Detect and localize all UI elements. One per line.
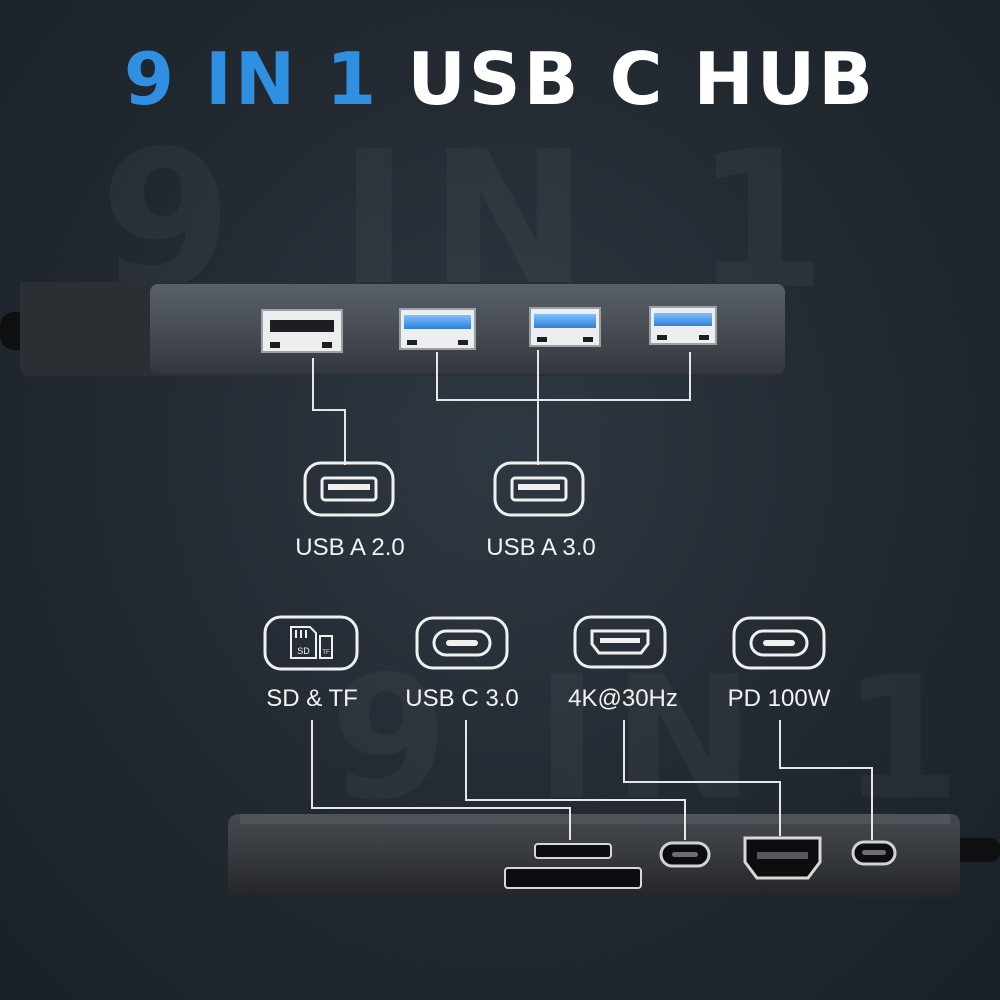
tf-icon-label: TF xyxy=(322,650,330,656)
hdmi-icon xyxy=(573,615,667,669)
label-usb-a-20: USB A 2.0 xyxy=(295,534,405,561)
usb-c-icon xyxy=(415,616,509,670)
tf-card-slot xyxy=(534,843,612,859)
title-accent: 9 IN 1 xyxy=(123,37,380,121)
usb-a-20-icon xyxy=(303,461,395,517)
usb-a-30-icon xyxy=(493,461,585,517)
hub-top-view xyxy=(0,282,785,376)
connector-lines-bottom xyxy=(311,720,873,840)
sd-icon-label: SD xyxy=(297,646,310,656)
connector-lines-top xyxy=(312,350,691,465)
hub-side-top-edge xyxy=(240,814,950,824)
label-sd-tf: SD & TF xyxy=(266,685,358,712)
usb-a-30-port-3 xyxy=(649,306,717,345)
hub-side-view xyxy=(228,814,1000,898)
title-main: USB C HUB xyxy=(407,37,877,121)
usb-a-20-port xyxy=(261,309,343,353)
label-usb-a-30: USB A 3.0 xyxy=(486,534,596,561)
label-usb-c-30: USB C 3.0 xyxy=(405,685,519,712)
usb-a-30-port-2 xyxy=(529,307,601,347)
label-pd: PD 100W xyxy=(727,685,831,712)
pd-usb-c-icon xyxy=(732,616,826,670)
sd-card-slot xyxy=(504,867,642,889)
sd-tf-card-icon: SD TF xyxy=(263,615,359,671)
usb-a-30-port-1 xyxy=(399,308,476,350)
page-title: 9 IN 1 USB C HUB xyxy=(0,34,1000,124)
label-hdmi: 4K@30Hz xyxy=(568,685,678,712)
